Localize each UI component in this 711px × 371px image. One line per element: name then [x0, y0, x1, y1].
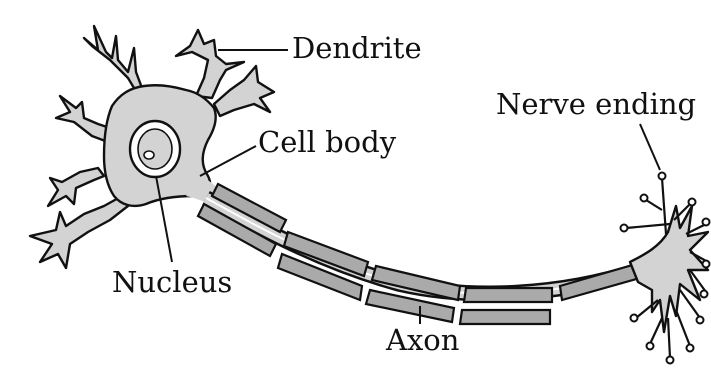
terminal-button	[687, 345, 694, 352]
nucleus-inner	[138, 129, 172, 169]
myelin-segment	[460, 310, 550, 324]
terminal-button	[703, 261, 710, 268]
terminal-button	[659, 173, 666, 180]
axon-label: Axon	[385, 323, 459, 357]
terminal-button	[621, 225, 628, 232]
nucleolus	[144, 151, 154, 159]
nerve-ending-label: Nerve ending	[496, 87, 696, 121]
terminal-button	[697, 317, 704, 324]
dendrite-label: Dendrite	[292, 31, 422, 65]
cell-body-label: Cell body	[258, 125, 397, 159]
cell-body-leader	[200, 146, 256, 176]
terminal-button	[641, 195, 648, 202]
terminal-button	[701, 291, 708, 298]
terminal-button	[689, 199, 696, 206]
terminal-button	[703, 219, 710, 226]
nucleus-label: Nucleus	[112, 265, 232, 299]
myelin-segment	[464, 288, 552, 302]
myelin-segment	[560, 264, 640, 300]
terminal-button	[647, 343, 654, 350]
nerve-ending-leader	[640, 124, 660, 170]
terminal-button	[667, 357, 674, 364]
terminal-button	[631, 315, 638, 322]
nerve-ending	[621, 173, 710, 364]
myelin-sheath	[198, 184, 640, 324]
axon	[198, 184, 640, 324]
